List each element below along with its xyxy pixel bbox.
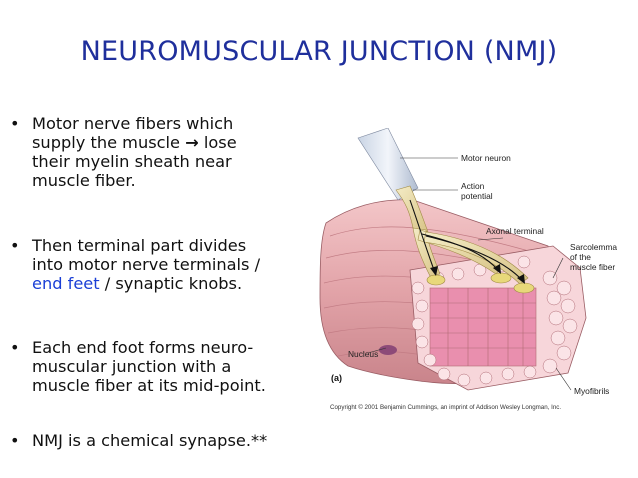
arrow-icon: → (185, 133, 199, 152)
bullet-line: end feet / synaptic knobs. (32, 274, 260, 293)
bullet-item: • Motor nerve fibers which supply the mu… (10, 114, 325, 190)
label-myofibrils: Myofibrils (574, 386, 609, 396)
bullet-line: Each end foot forms neuro- (32, 338, 254, 357)
bullet-line: their myelin sheath near (32, 152, 232, 171)
label-sarcolemma: Sarcolemma (570, 242, 617, 252)
label-motor-neuron: Motor neuron (461, 153, 511, 163)
bullet-list: • Motor nerve fibers which supply the mu… (10, 114, 325, 450)
motor-neuron-drawing (357, 128, 535, 294)
myofibril-bundles (411, 255, 578, 387)
bullet-item: • Each end foot forms neuro- muscular ju… (10, 338, 266, 395)
bullet-line: muscle fiber at its mid-point. (32, 376, 266, 395)
slide-title: NEUROMUSCULAR JUNCTION (NMJ) (80, 36, 558, 67)
leader-lines (367, 157, 572, 391)
bullet-line: muscular junction with a (32, 357, 232, 376)
bullet-line: into motor nerve terminals / (32, 255, 261, 274)
label-action: Action (461, 181, 485, 191)
bullet-dot: • (10, 431, 20, 450)
label-of-the: of the (570, 252, 591, 262)
bullet-line: muscle fiber. (32, 171, 136, 190)
muscle-cross-section (379, 245, 587, 391)
action-potential-arrows (409, 199, 523, 281)
bullet-dot: • (10, 114, 20, 133)
bullet-line: Then terminal part divides (32, 236, 247, 255)
bullet-dot: • (10, 338, 20, 357)
bullet-text: supply the muscle (32, 133, 186, 152)
label-nucleus: Nucleus (348, 349, 378, 359)
bullet-text: lose (198, 133, 237, 152)
nmj-illustration: Motor neuron Action potential Axonal ter… (319, 128, 617, 411)
bullet-dot: • (10, 236, 20, 255)
label-panel-a: (a) (331, 373, 342, 383)
bullet-line: NMJ is a chemical synapse.** (32, 431, 268, 450)
nucleus-shape (379, 345, 397, 355)
label-potential: potential (461, 191, 493, 201)
end-feet-term: end feet (32, 274, 100, 293)
bullet-text: / synaptic knobs. (99, 274, 243, 293)
bullet-item: • Then terminal part divides into motor … (10, 236, 260, 293)
label-muscle-fiber: muscle fiber (570, 262, 615, 272)
bullet-line: Motor nerve fibers which (32, 114, 234, 133)
bullet-line: supply the muscle → lose (32, 133, 325, 152)
figure-copyright: Copyright © 2001 Benjamin Cummings, an i… (330, 404, 561, 411)
bullet-item: • NMJ is a chemical synapse.** (10, 431, 267, 450)
label-axonal-terminal: Axonal terminal (486, 226, 544, 236)
